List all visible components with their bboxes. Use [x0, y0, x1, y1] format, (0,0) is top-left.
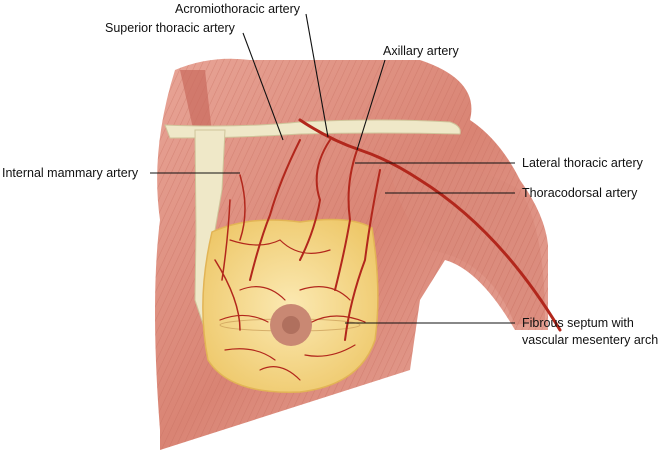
leader-lines: [150, 13, 515, 324]
label-lateral-thoracic-artery: Lateral thoracic artery: [522, 156, 644, 170]
leader-acromiothoracic: [305, 13, 329, 138]
nipple: [282, 316, 300, 334]
label-internal-mammary-artery: Internal mammary artery: [2, 166, 139, 180]
arteries: [214, 118, 562, 381]
label-acromiothoracic-artery: Acromiothoracic artery: [175, 2, 301, 16]
label-axillary-artery: Axillary artery: [383, 44, 459, 58]
leader-axillary: [356, 59, 386, 151]
label-fibrous-septum-line1: Fibrous septum with: [522, 316, 634, 330]
leader-superior-thoracic: [242, 32, 284, 141]
label-thoracodorsal-artery: Thoracodorsal artery: [522, 186, 638, 200]
label-fibrous-septum-line2: vascular mesentery arch: [522, 333, 658, 347]
label-superior-thoracic-artery: Superior thoracic artery: [105, 21, 236, 35]
